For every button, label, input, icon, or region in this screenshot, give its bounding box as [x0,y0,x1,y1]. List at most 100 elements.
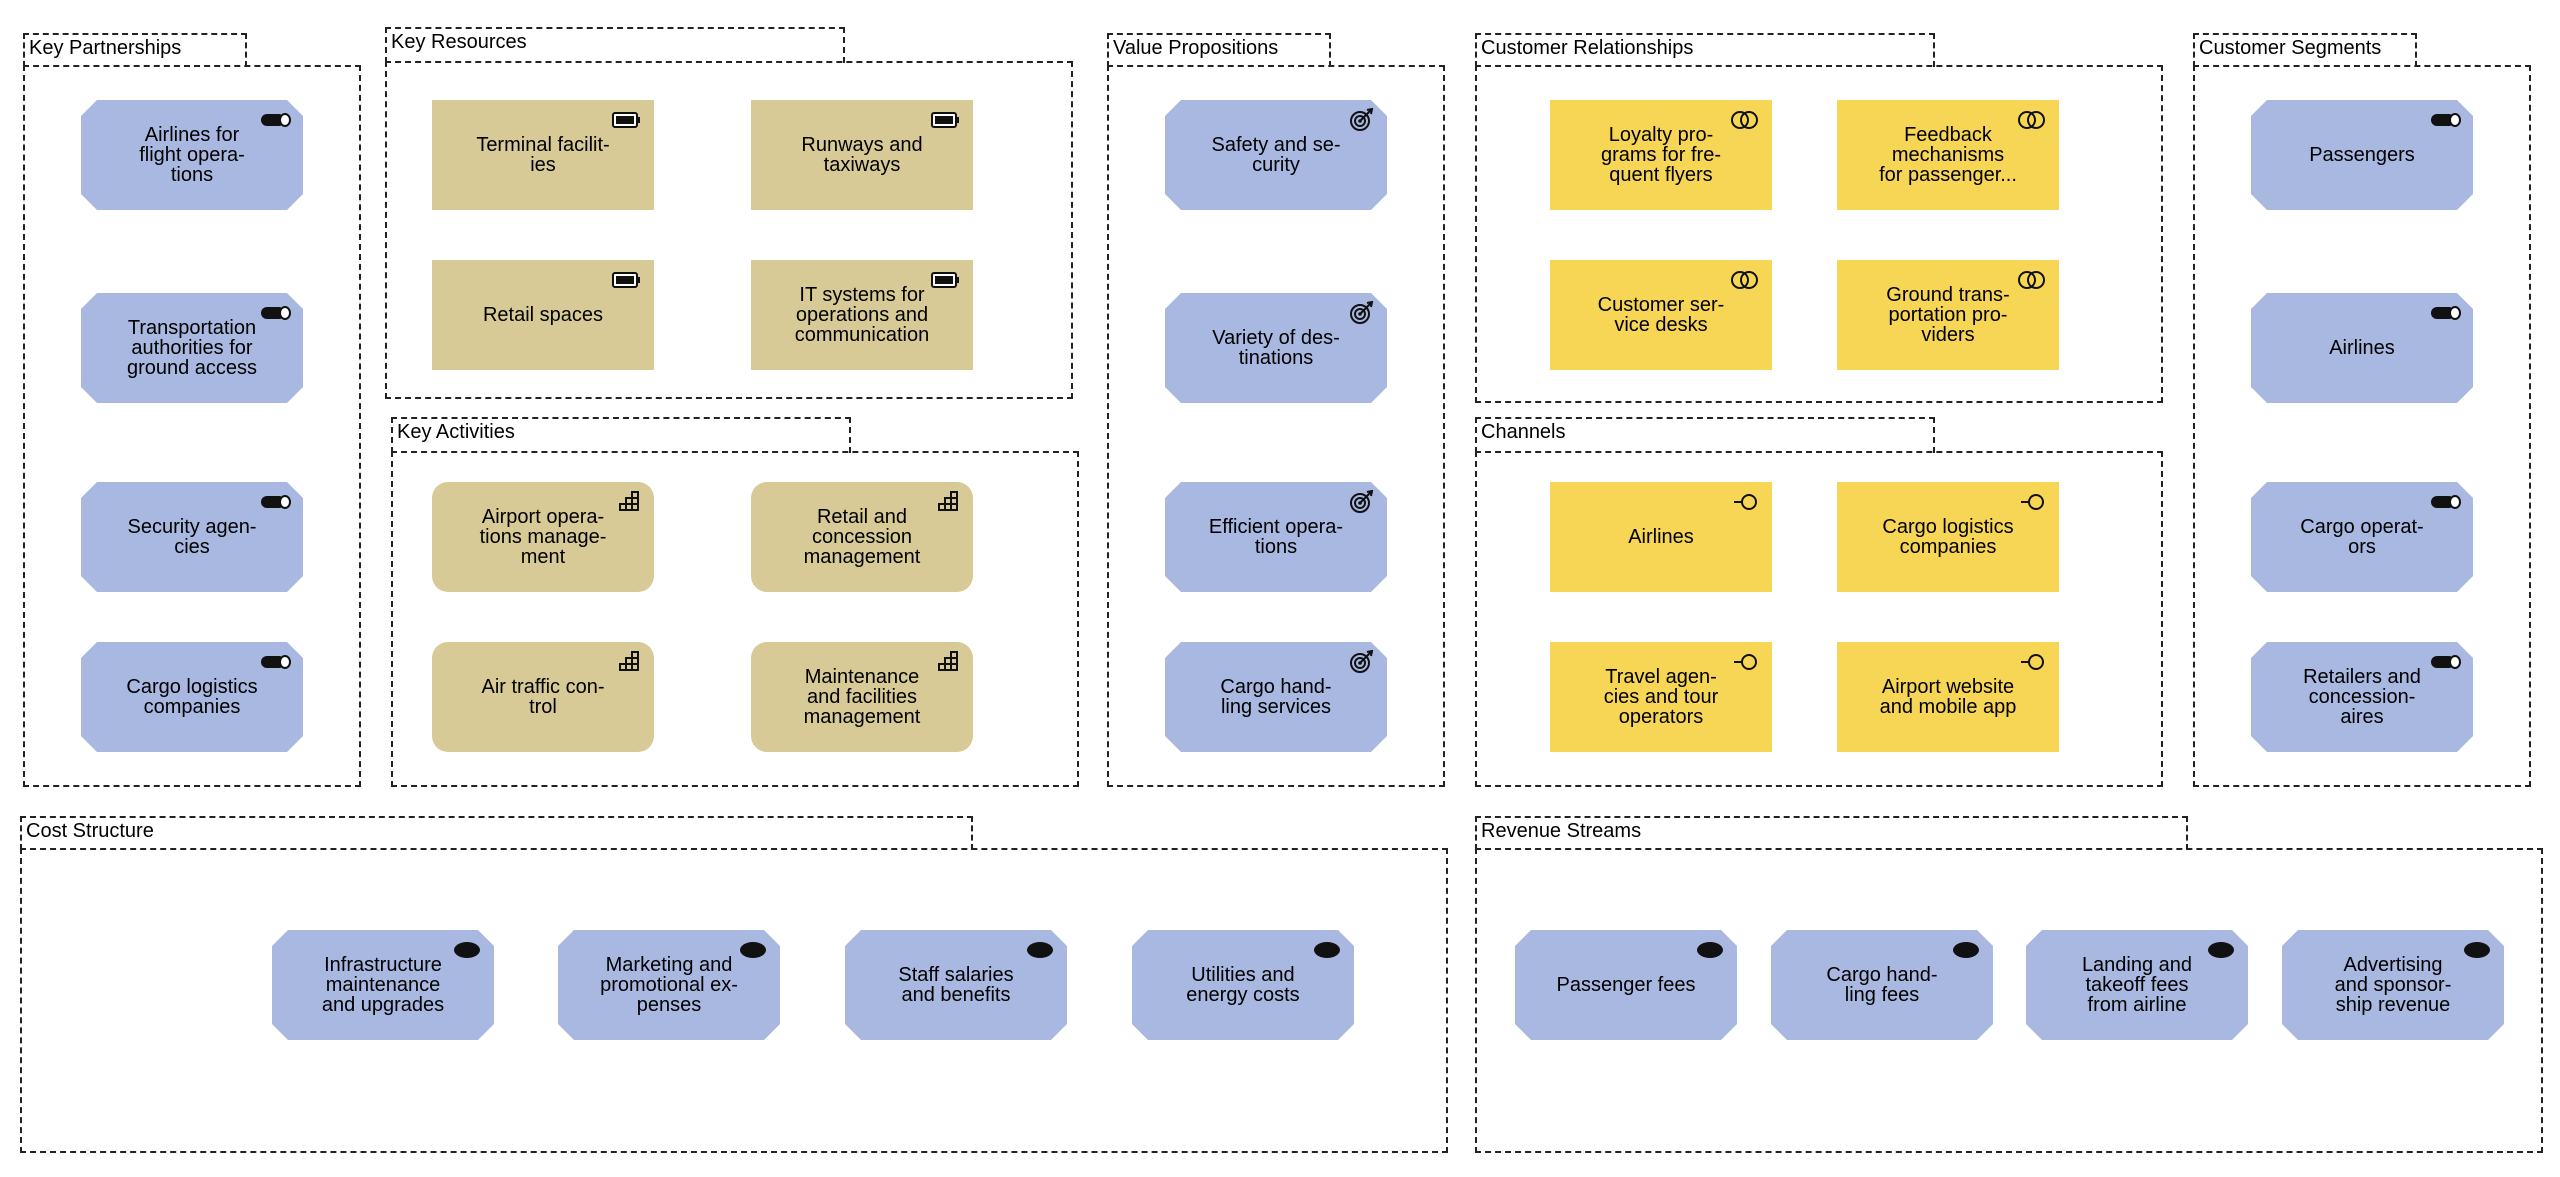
activity-node[interactable]: Air traffic con- trol [432,642,654,752]
value-node[interactable]: Cargo hand- ling services [1165,642,1387,752]
section-title: Revenue Streams [1475,816,2188,850]
resource-node[interactable]: IT systems for operations and communicat… [751,260,973,370]
value-node[interactable]: Efficient opera- tions [1165,482,1387,592]
revenue-node[interactable]: Landing and takeoff fees from airline [2026,930,2248,1040]
node-label: Airlines for flight opera- tions [139,124,245,186]
node-label: Passenger fees [1556,974,1696,996]
value-node[interactable]: Safety and se- curity [1165,100,1387,210]
interface-icon [1734,654,1757,670]
node-label: Runways and taxiways [801,134,923,176]
resource-node[interactable]: Retail spaces [432,260,654,370]
actor-role-icon [2429,108,2463,132]
revenue-icon [1949,938,1983,962]
cost-icon [1310,938,1344,962]
section-frame [2193,65,2531,787]
section-frame [1107,65,1445,787]
node-label: Advertising and sponsor- ship revenue [2334,954,2452,1016]
section-title: Key Activities [391,417,851,453]
revenue-icon [1693,938,1727,962]
relationship-node[interactable]: Loyalty pro- grams for fre- quent flyers [1550,100,1772,210]
collaboration-icon [1731,111,1758,129]
value-node[interactable]: Variety of des- tinations [1165,293,1387,403]
relationship-node[interactable]: Ground trans- portation pro- viders [1837,260,2059,370]
cost-node[interactable]: Utilities and energy costs [1132,930,1354,1040]
section-title: Cost Structure [20,816,973,850]
capability-icon [619,651,639,671]
collaboration-icon [2018,111,2045,129]
node-label: Retailers and concession- aires [2303,666,2421,728]
node-label: Maintenance and facilities management [803,666,921,728]
section-frame [1475,451,2163,787]
partner-node[interactable]: Cargo logistics companies [81,642,303,752]
node-label: Cargo logistics companies [126,676,258,718]
goal-target-icon [1343,108,1377,132]
node-label: Safety and se- curity [1211,134,1341,176]
goal-target-icon [1343,650,1377,674]
resource-battery-icon [612,112,640,128]
resource-node[interactable]: Terminal facilit- ies [432,100,654,210]
cost-node[interactable]: Marketing and promotional ex- penses [558,930,780,1040]
node-label: Efficient opera- tions [1208,516,1344,558]
section-frame [385,61,1073,399]
activity-node[interactable]: Retail and concession management [751,482,973,592]
relationship-node[interactable]: Customer ser- vice desks [1550,260,1772,370]
partner-node[interactable]: Airlines for flight opera- tions [81,100,303,210]
goal-target-icon [1343,490,1377,514]
section-frame [23,65,361,787]
relationship-node[interactable]: Feedback mechanisms for passenger... [1837,100,2059,210]
cost-node[interactable]: Staff salaries and benefits [845,930,1067,1040]
revenue-icon [2460,938,2494,962]
collaboration-icon [2018,271,2045,289]
node-label: Airlines [1628,526,1694,548]
channel-node[interactable]: Travel agen- cies and tour operators [1550,642,1772,752]
revenue-node[interactable]: Advertising and sponsor- ship revenue [2282,930,2504,1040]
interface-icon [2021,654,2044,670]
node-label: Transportation authorities for ground ac… [126,317,258,379]
actor-role-icon [2429,301,2463,325]
node-label: Cargo operat- ors [2300,516,2424,558]
partner-node[interactable]: Transportation authorities for ground ac… [81,293,303,403]
resource-node[interactable]: Runways and taxiways [751,100,973,210]
collaboration-icon [1731,271,1758,289]
node-label: Utilities and energy costs [1186,964,1300,1006]
node-label: Cargo hand- ling fees [1826,964,1938,1006]
channel-node[interactable]: Cargo logistics companies [1837,482,2059,592]
node-label: Retail spaces [482,304,604,326]
node-label: Passengers [2309,144,2415,166]
cost-node[interactable]: Infrastructure maintenance and upgrades [272,930,494,1040]
revenue-icon [2204,938,2238,962]
section-frame [20,848,1448,1153]
activity-node[interactable]: Airport opera- tions manage- ment [432,482,654,592]
actor-role-icon [259,490,293,514]
node-label: Infrastructure maintenance and upgrades [321,954,445,1016]
resource-battery-icon [931,112,959,128]
segment-node[interactable]: Airlines [2251,293,2473,403]
node-label: Marketing and promotional ex- penses [600,954,738,1016]
resource-battery-icon [612,272,640,288]
section-frame [1475,848,2543,1153]
node-label: Retail and concession management [803,506,921,568]
segment-node[interactable]: Passengers [2251,100,2473,210]
node-label: Travel agen- cies and tour operators [1603,666,1719,728]
interface-icon [1734,494,1757,510]
node-label: Feedback mechanisms for passenger... [1879,124,2017,186]
section-frame [391,451,1079,787]
actor-role-icon [259,108,293,132]
segment-node[interactable]: Retailers and concession- aires [2251,642,2473,752]
channel-node[interactable]: Airport website and mobile app [1837,642,2059,752]
node-label: Landing and takeoff fees from airline [2081,954,2193,1016]
actor-role-icon [2429,650,2463,674]
cost-icon [450,938,484,962]
activity-node[interactable]: Maintenance and facilities management [751,642,973,752]
section-title: Customer Relationships [1475,33,1935,67]
channel-node[interactable]: Airlines [1550,482,1772,592]
revenue-node[interactable]: Cargo hand- ling fees [1771,930,1993,1040]
node-label: Staff salaries and benefits [898,964,1014,1006]
node-label: Terminal facilit- ies [476,134,610,176]
node-label: Ground trans- portation pro- viders [1886,284,2010,346]
segment-node[interactable]: Cargo operat- ors [2251,482,2473,592]
node-label: Airport opera- tions manage- ment [479,506,607,568]
node-label: Airport website and mobile app [1879,676,2017,718]
revenue-node[interactable]: Passenger fees [1515,930,1737,1040]
partner-node[interactable]: Security agen- cies [81,482,303,592]
